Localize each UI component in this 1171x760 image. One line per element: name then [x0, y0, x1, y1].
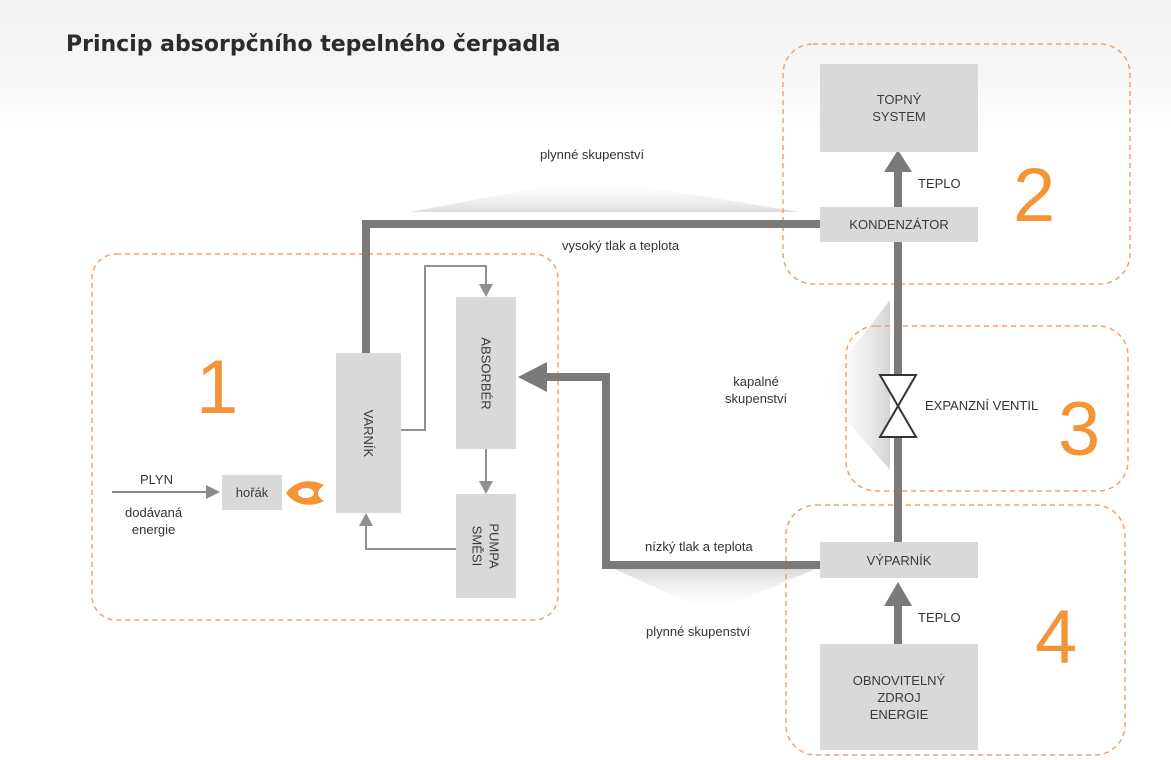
low-pressure-pipe: [545, 373, 820, 569]
region-4-outline: [785, 504, 1126, 756]
absorber-inlet-arrowhead: [518, 362, 547, 392]
region-number-4: 4: [1035, 595, 1078, 680]
region-2-outline: [782, 43, 1131, 285]
pump-to-varnik-line: [365, 525, 456, 550]
absorber-top-arrowhead: [479, 284, 493, 297]
region-number-3: 3: [1058, 387, 1101, 472]
pump-top-arrowhead: [479, 481, 493, 494]
flame-icon: [286, 481, 324, 505]
gaseous-state-label-top: plynné skupenství: [540, 147, 645, 162]
gaseous-state-label-bottom: plynné skupenství: [646, 624, 751, 639]
region-number-2: 2: [1013, 153, 1056, 238]
expansion-valve-label: EXPANZNÍ VENTIL: [925, 398, 1039, 413]
region-number-1: 1: [196, 345, 239, 430]
mixture-pump-label: PUMPA SMĚSI: [469, 523, 502, 569]
generator-label: VARNÍK: [361, 409, 376, 457]
heat-label-top: TEPLO: [918, 176, 961, 191]
heat-up-arrow-bottom-head: [884, 582, 912, 606]
liquid-callout: [820, 300, 890, 470]
burner-box: hořák: [222, 475, 282, 510]
region-1-outline: [91, 253, 559, 621]
condenser-box: KONDENZÁTOR: [820, 207, 978, 242]
varnik-bottom-arrowhead: [359, 513, 373, 526]
varnik-to-absorber-line: [401, 265, 487, 431]
absorber-label: ABSORBÉR: [478, 336, 494, 410]
vapor-callout-top: [410, 178, 800, 212]
renewable-source-label: OBNOVITELNÝ ZDROJ ENERGIE: [852, 672, 946, 722]
high-pressure-label: vysoký tlak a teplota: [562, 238, 680, 253]
vapor-callout-bottom: [610, 567, 820, 613]
absorber-box: ABSORBÉR: [456, 297, 516, 449]
expansion-valve-icon: [878, 374, 918, 438]
heating-system-label: TOPNÝ SYSTEM: [872, 92, 926, 124]
burner-label: hořák: [235, 485, 269, 500]
region-3-outline: [845, 325, 1129, 492]
gas-input-arrowhead: [206, 485, 220, 499]
low-pressure-label: nízký tlak a teplota: [645, 539, 753, 554]
heat-up-arrow-top-head: [884, 150, 912, 172]
gas-label: PLYN: [140, 472, 173, 487]
supplied-energy-label: dodávaná energie: [125, 505, 183, 537]
heating-system-box: TOPNÝ SYSTEM: [820, 64, 978, 152]
high-pressure-pipe: [362, 220, 820, 353]
evaporator-label: VÝPARNÍK: [866, 552, 932, 568]
mixture-pump-box: PUMPA SMĚSI: [456, 494, 516, 598]
condenser-label: KONDENZÁTOR: [849, 217, 949, 232]
liquid-state-label: kapalné skupenství: [725, 374, 788, 406]
evaporator-box: VÝPARNÍK: [820, 542, 978, 578]
heat-label-bottom: TEPLO: [918, 610, 961, 625]
generator-box: VARNÍK: [336, 353, 401, 513]
page-title: Princip absorpčního tepelného čerpadla: [66, 32, 561, 57]
renewable-source-box: OBNOVITELNÝ ZDROJ ENERGIE: [820, 644, 978, 750]
